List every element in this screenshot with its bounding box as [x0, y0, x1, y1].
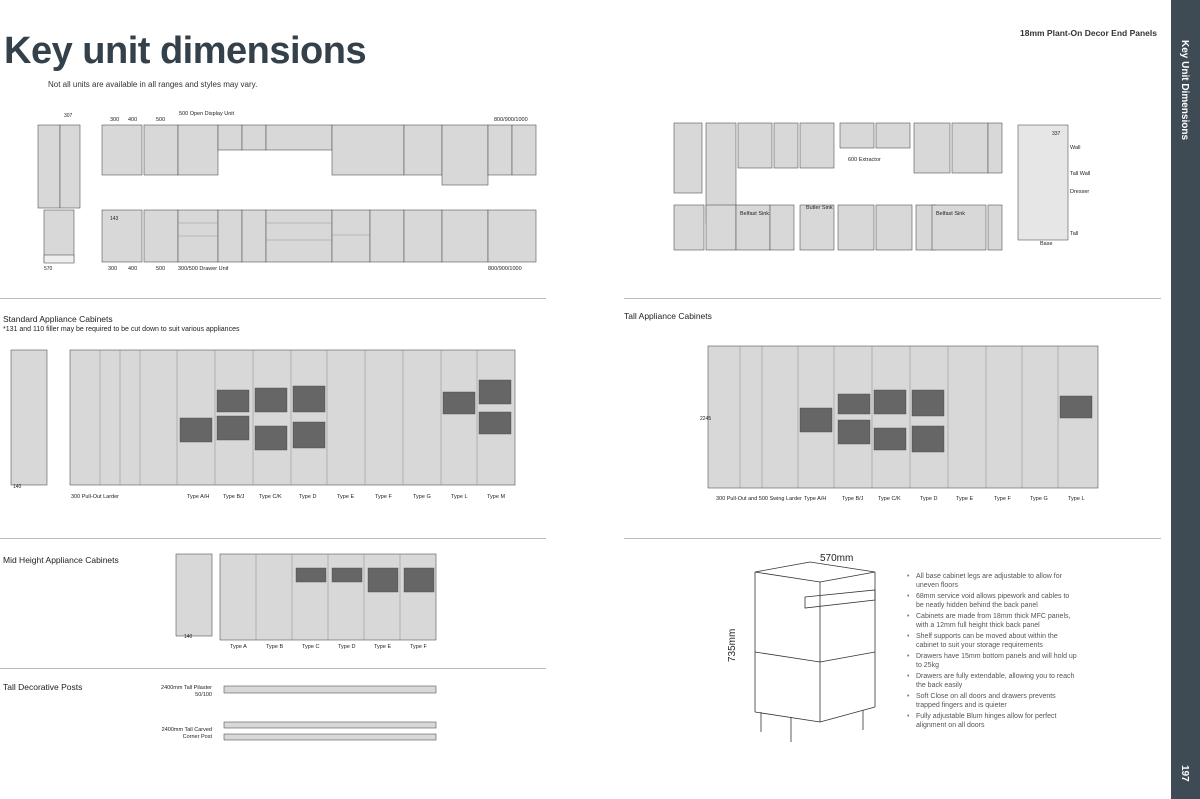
divider-left-3 [0, 668, 546, 669]
end-panels-heading: 18mm Plant-On Decor End Panels [1020, 28, 1157, 38]
divider-left-1 [0, 298, 546, 299]
std-type-pullout: 300 Pull-Out Larder [71, 494, 119, 500]
posts-section-label: Tall Decorative Posts [3, 682, 83, 692]
pilaster-svg [223, 685, 437, 694]
standard-section-note: *131 and 110 filler may be required to b… [3, 326, 240, 333]
inner-extractor: 600 Extractor [848, 157, 881, 163]
feature-item: Fully adjustable Blum hinges allow for p… [907, 712, 1077, 730]
tall-drawing: 300 Pull-Out and 500 Swing Larder Type A… [700, 340, 1110, 530]
feature-item: 68mm service void allows pipework and ca… [907, 592, 1077, 610]
side-tab: Key Unit Dimensions 197 [1171, 0, 1200, 799]
tall-type-f: Type F [994, 496, 1011, 502]
base-label-drawer: 300/500 Drawer Unit [178, 266, 229, 272]
feature-item: Drawers are fully extendable, allowing y… [907, 672, 1077, 690]
divider-right-2 [624, 538, 1161, 539]
carcass-svg: 570mm 735mm [727, 553, 876, 742]
dim-143: 143 [110, 216, 119, 222]
std-type-bj: Type B/J [223, 494, 245, 500]
standard-drawing: 300 Pull-Out Larder Type A/H Type B/J Ty… [5, 340, 545, 530]
std-type-e: Type E [337, 494, 354, 500]
corner-post-label: 2400mm Tall Carved Corner Post [161, 727, 212, 740]
feature-item: Soft Close on all doors and drawers prev… [907, 692, 1077, 710]
tall-type-e: Type E [956, 496, 973, 502]
inner-belfast-sink-2: Belfast Sink [936, 211, 965, 217]
std-type-g: Type G [413, 494, 431, 500]
dim-307: 307 [64, 113, 73, 119]
mid-type-a: Type A [230, 644, 247, 650]
wall-width-400: 400 [128, 117, 137, 123]
end-panel-tall-wall: Tall Wall [1070, 171, 1090, 177]
tall-type-ah: Type A/H [804, 496, 826, 502]
end-panel-wall: Wall [1070, 145, 1081, 151]
end-dim-337: 337 [1052, 131, 1061, 137]
mid-type-c: Type C [302, 644, 319, 650]
std-type-ck: Type C/K [259, 494, 282, 500]
mid-type-f: Type F [410, 644, 427, 650]
inner-butler-sink: Butler Sink [806, 205, 833, 211]
corner-post-drawing [222, 720, 440, 746]
mid-section-label: Mid Height Appliance Cabinets [3, 555, 119, 565]
tall-type-d: Type D [920, 496, 937, 502]
mid-type-e: Type E [374, 644, 391, 650]
feature-item: Cabinets are made from 18mm thick MFC pa… [907, 612, 1077, 630]
top-right-svg: Belfast Sink Butler Sink Belfast Sink 60… [673, 122, 1090, 251]
top-left-drawing: 300 400 500 500 Open Display Unit 800/90… [24, 95, 546, 295]
mid-svg: Type A Type B Type C Type D Type E Type … [175, 553, 437, 650]
side-tab-label-wrap: Key Unit Dimensions [1171, 40, 1200, 150]
std-type-m: Type M [487, 494, 505, 500]
mid-type-d: Type D [338, 644, 355, 650]
standard-svg: 300 Pull-Out Larder Type A/H Type B/J Ty… [10, 349, 516, 500]
tall-type-l: Type L [1068, 496, 1085, 502]
tall-type-bj: Type B/J [842, 496, 864, 502]
tall-svg: 300 Pull-Out and 500 Swing Larder Type A… [700, 345, 1099, 502]
mid-type-b: Type B [266, 644, 283, 650]
feature-item: All base cabinet legs are adjustable to … [907, 572, 1077, 590]
end-panel-base: Base [1040, 241, 1053, 247]
feature-item: Shelf supports can be moved about within… [907, 632, 1077, 650]
feature-item: Drawers have 15mm bottom panels and will… [907, 652, 1077, 670]
std-dim-140: 140 [13, 484, 22, 490]
inner-belfast-sink-1: Belfast Sink [740, 211, 769, 217]
end-panel-tall: Tall [1070, 231, 1078, 237]
carcass-drawing: 570mm 735mm [725, 552, 900, 752]
base-width-500: 500 [156, 266, 165, 272]
top-right-drawing: Belfast Sink Butler Sink Belfast Sink 60… [670, 95, 1100, 295]
base-label-800: 800/900/1000 [488, 266, 522, 272]
tall-section-label: Tall Appliance Cabinets [624, 311, 712, 321]
page-title: Key unit dimensions [4, 30, 367, 72]
wall-label-open-display: 500 Open Display Unit [179, 111, 235, 117]
mid-drawing: Type A Type B Type C Type D Type E Type … [170, 550, 440, 660]
end-panel-dresser: Dresser [1070, 189, 1089, 195]
std-type-ah: Type A/H [187, 494, 209, 500]
wall-width-500: 500 [156, 117, 165, 123]
tall-dim-2245: 2245 [700, 416, 711, 422]
side-tab-label: Key Unit Dimensions [1179, 40, 1190, 141]
std-type-d: Type D [299, 494, 316, 500]
page-subtitle: Not all units are available in all range… [48, 80, 258, 89]
dim-570: 570 [44, 266, 53, 272]
base-width-400: 400 [128, 266, 137, 272]
pilaster-drawing [222, 684, 440, 696]
std-type-f: Type F [375, 494, 392, 500]
tall-type-ck: Type C/K [878, 496, 901, 502]
wall-width-300: 300 [110, 117, 119, 123]
wall-label-800: 800/900/1000 [494, 117, 528, 123]
base-width-300: 300 [108, 266, 117, 272]
carcass-width: 570mm [820, 553, 853, 564]
divider-left-2 [0, 538, 546, 539]
tall-type-pullout: 300 Pull-Out and 500 Swing Larder [716, 496, 802, 502]
divider-right-1 [624, 298, 1161, 299]
mid-dim-140: 140 [184, 634, 193, 640]
corner-post-svg [223, 721, 437, 741]
page-number: 197 [1179, 765, 1190, 782]
pilaster-label: 2400mm Tall Pilaster 50/100 [161, 685, 212, 698]
std-type-l: Type L [451, 494, 468, 500]
feature-list: All base cabinet legs are adjustable to … [907, 572, 1077, 732]
tall-type-g: Type G [1030, 496, 1048, 502]
standard-section-label: Standard Appliance Cabinets [3, 314, 113, 324]
carcass-height: 735mm [727, 629, 738, 662]
top-left-svg: 300 400 500 500 Open Display Unit 800/90… [37, 111, 537, 272]
